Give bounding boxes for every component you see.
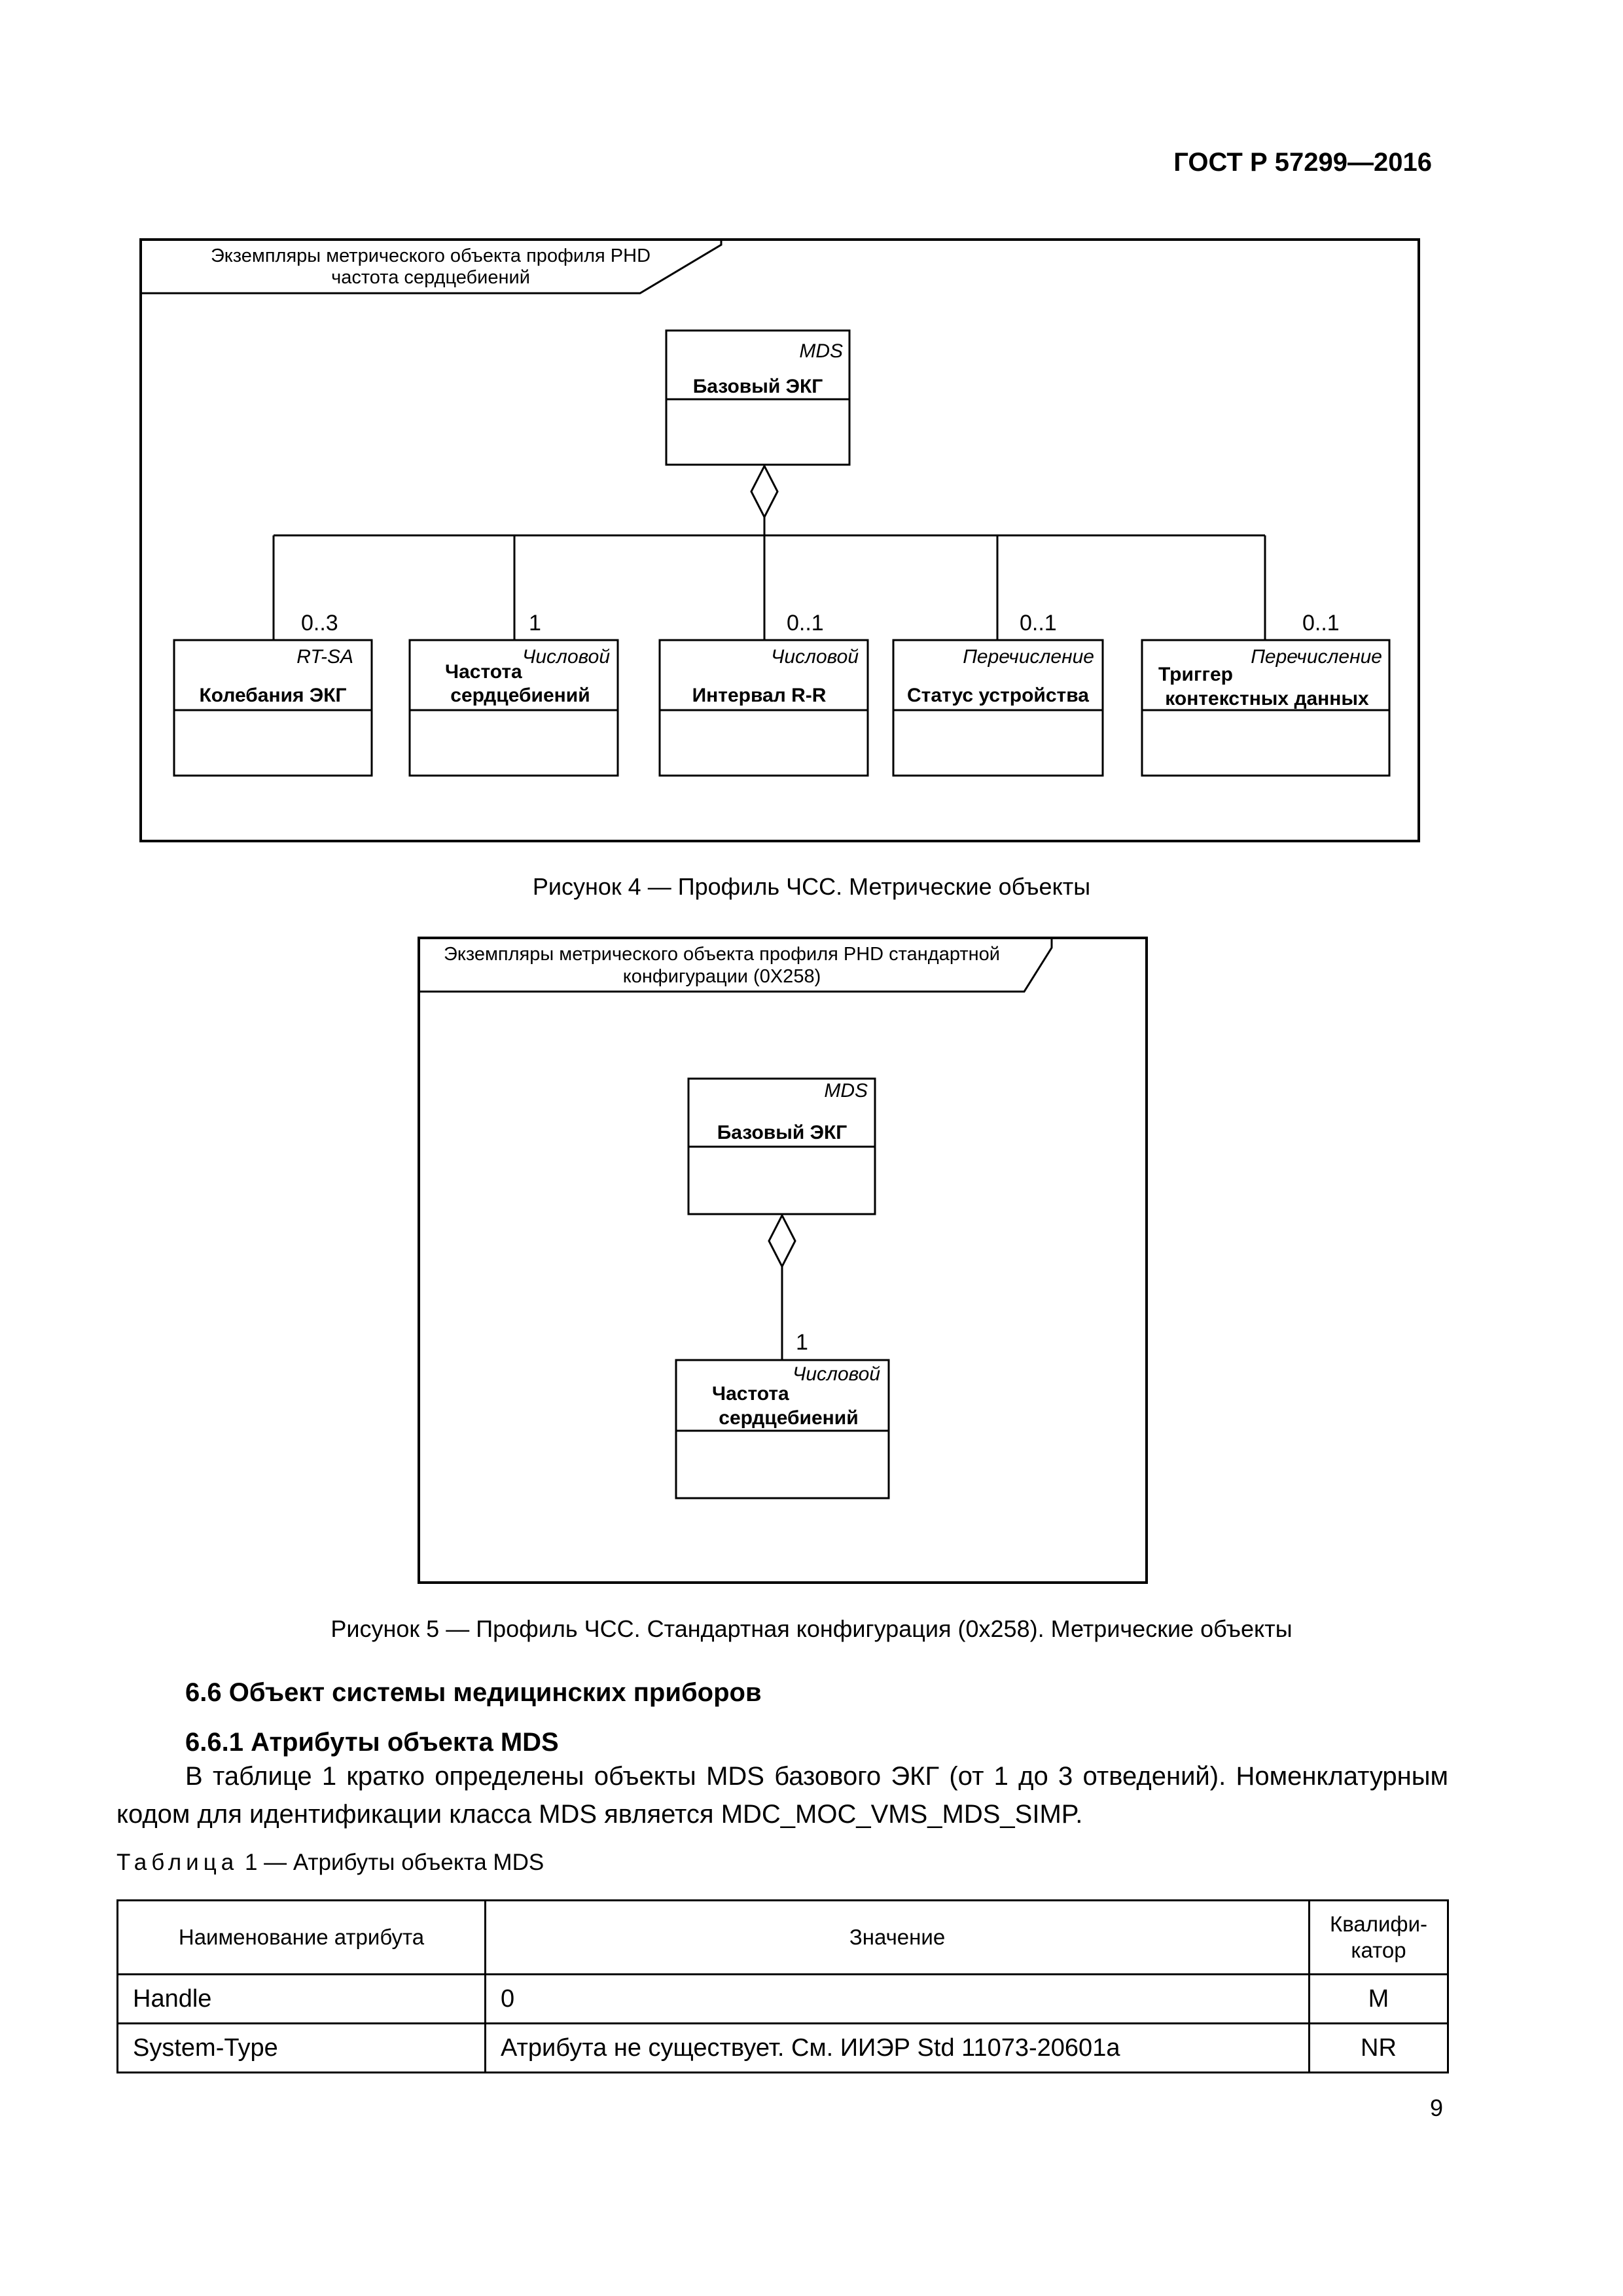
body-paragraph: В таблице 1 кратко определены объекты MD… bbox=[116, 1757, 1448, 1833]
table-header-row: Наименование атрибута Значение Квалифи-к… bbox=[116, 1899, 1449, 1975]
table-cell-qualifier: M bbox=[1308, 1973, 1449, 2024]
figure-4-child-box-4 bbox=[892, 639, 1104, 777]
figure-4-child-name-1: Колебания ЭКГ bbox=[199, 685, 346, 706]
figure-4-frame bbox=[139, 238, 1420, 842]
figure-4-child-stereotype-5: Перечисление bbox=[1251, 646, 1382, 668]
figure-5-frame bbox=[418, 937, 1148, 1584]
table-cell-attribute: Handle bbox=[116, 1973, 486, 2024]
table-header-value: Значение bbox=[484, 1899, 1310, 1975]
figure-4-frame-title-1: Экземпляры метрического объекта профиля … bbox=[211, 245, 651, 266]
figure-5-aggregation-diamond bbox=[768, 1213, 796, 1269]
figure-4-child-box-5 bbox=[1141, 639, 1391, 777]
figure-5-parent-stereotype: MDS bbox=[824, 1080, 868, 1102]
figure-5-frame-title-2: конфигурации (0X258) bbox=[623, 966, 821, 987]
figure-5-child-name-b: сердцебиений bbox=[719, 1407, 858, 1429]
figure-4-multiplicity-1: 0..3 bbox=[301, 611, 338, 636]
figure-5-multiplicity: 1 bbox=[796, 1330, 808, 1355]
figure-4-parent-box bbox=[665, 329, 851, 466]
table-1-title-word: Таблица bbox=[116, 1850, 239, 1875]
figure-4-multiplicity-4: 0..1 bbox=[1020, 611, 1057, 636]
figure-4-child-name-4: Статус устройства bbox=[907, 685, 1089, 706]
figure-5-frame-tab bbox=[419, 938, 1053, 993]
figure-5-frame-title-1: Экземпляры метрического объекта профиля … bbox=[444, 944, 1000, 965]
figure-4-multiplicity-2: 1 bbox=[529, 611, 541, 636]
figure-5-child-name-a: Частота bbox=[712, 1383, 789, 1405]
body-paragraph-text: В таблице 1 кратко определены объекты MD… bbox=[116, 1762, 1448, 1829]
figure-5-child-stereotype: Числовой bbox=[793, 1363, 880, 1385]
figure-4-child-name-2a: Частота bbox=[445, 661, 522, 683]
figure-4-caption: Рисунок 4 — Профиль ЧСС. Метрические объ… bbox=[532, 873, 1091, 900]
table-header-qualifier: Квалифи-катор bbox=[1308, 1899, 1449, 1975]
figure-4-child-stereotype-1: RT-SA bbox=[296, 646, 353, 668]
table-cell-qualifier: NR bbox=[1308, 2022, 1449, 2073]
figure-4-frame-title-2: частота сердцебиений bbox=[331, 267, 530, 288]
figure-4-child-stereotype-4: Перечисление bbox=[963, 646, 1094, 668]
figure-4-child-name-3: Интервал R-R bbox=[692, 685, 827, 706]
section-6-6-heading: 6.6 Объект системы медицинских приборов bbox=[185, 1678, 762, 1707]
table-row: System-Type Атрибута не существует. См. … bbox=[116, 2022, 1449, 2073]
table-cell-attribute: System-Type bbox=[116, 2022, 486, 2073]
figure-4-child-box-1 bbox=[173, 639, 373, 777]
figure-5-caption: Рисунок 5 — Профиль ЧСС. Стандартная кон… bbox=[330, 1615, 1293, 1642]
figure-4-child-stereotype-3: Числовой bbox=[771, 646, 859, 668]
page-number: 9 bbox=[1429, 2094, 1443, 2121]
figure-4-child-name-5a: Триггер bbox=[1158, 664, 1233, 685]
table-1-title-rest: 1 — Атрибуты объекта MDS bbox=[244, 1850, 544, 1875]
table-header-attribute-name: Наименование атрибута bbox=[116, 1899, 486, 1975]
table-cell-value: 0 bbox=[484, 1973, 1310, 2024]
document-header: ГОСТ Р 57299—2016 bbox=[1173, 148, 1432, 177]
figure-4-parent-stereotype: MDS bbox=[799, 340, 843, 362]
table-1-title: Таблица 1 — Атрибуты объекта MDS bbox=[116, 1850, 544, 1876]
figure-4-multiplicity-3: 0..1 bbox=[787, 611, 824, 636]
figure-4-child-box-2 bbox=[408, 639, 619, 777]
table-1-mds-attributes: Наименование атрибута Значение Квалифи-к… bbox=[116, 1899, 1449, 2073]
figure-4-aggregation-diamond bbox=[750, 463, 779, 520]
figure-4-parent-name: Базовый ЭКГ bbox=[693, 376, 823, 397]
figure-4-child-box-3 bbox=[658, 639, 869, 777]
figure-4-child-name-5b: контекстных данных bbox=[1165, 688, 1369, 709]
figure-4-multiplicity-5: 0..1 bbox=[1302, 611, 1340, 636]
section-6-6-1-heading: 6.6.1 Атрибуты объекта MDS bbox=[185, 1728, 559, 1757]
figure-4-child-name-2b: сердцебиений bbox=[450, 685, 590, 706]
figure-4-child-stereotype-2: Числовой bbox=[522, 646, 610, 668]
table-cell-value: Атрибута не существует. См. ИИЭР Std 110… bbox=[484, 2022, 1310, 2073]
figure-5-child-box bbox=[675, 1359, 890, 1499]
figure-5-parent-name: Базовый ЭКГ bbox=[717, 1122, 847, 1143]
table-row: Handle 0 M bbox=[116, 1973, 1449, 2024]
figure-4-frame-tab bbox=[141, 240, 722, 295]
